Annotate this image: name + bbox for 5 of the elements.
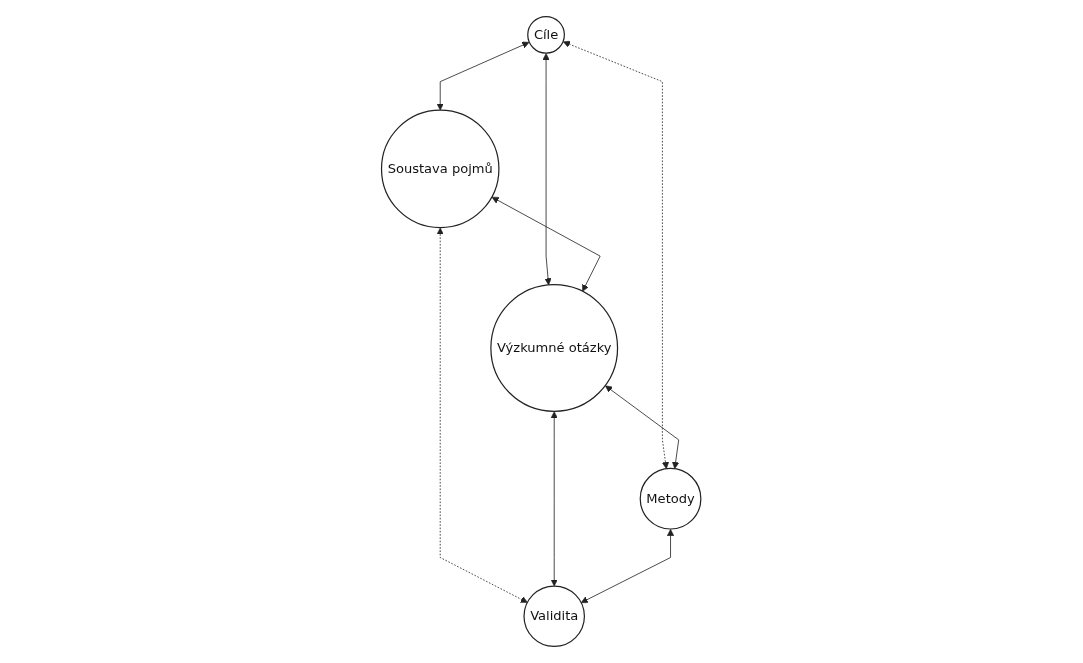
node-circle: Cíle bbox=[527, 15, 566, 54]
node-circle: Výzkumné otázky bbox=[490, 284, 619, 412]
node-circle: Soustava pojmů bbox=[381, 109, 500, 229]
node-circle: Metody bbox=[639, 467, 702, 530]
node-circle: Validita bbox=[523, 585, 586, 648]
